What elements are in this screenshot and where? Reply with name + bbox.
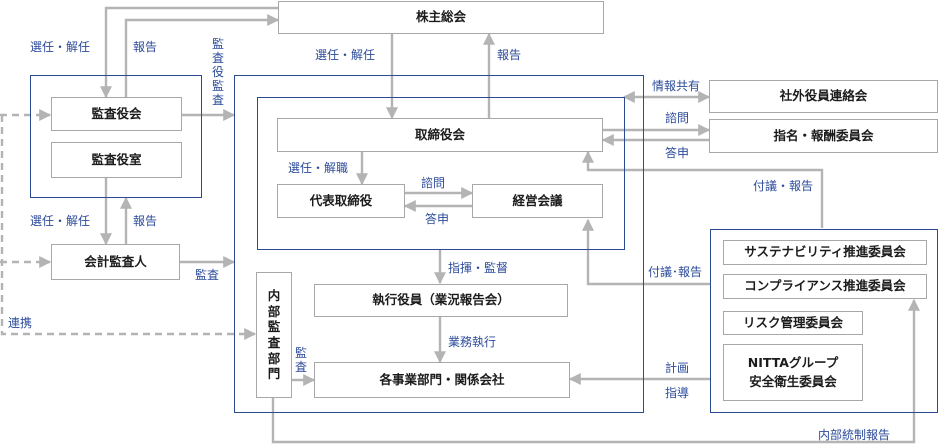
label-plan: 計画 (665, 361, 690, 375)
divisions-box: 各事業部門・関係会社 (314, 362, 570, 398)
sustainability-committee-box: サステナビリティ推進委員会 (723, 240, 927, 265)
label-audit-internal: 監査 (294, 346, 307, 374)
internal-audit-char: 門 (267, 366, 281, 382)
label-liaison: 連携 (8, 316, 33, 330)
executive-officers-box: 執行役員（業況報告会） (314, 284, 568, 317)
label-consult-top: 諮問 (665, 111, 690, 125)
label-reply-mid: 答申 (425, 212, 450, 226)
label-report-left: 報告 (133, 40, 158, 54)
audit-office-box: 監査役室 (51, 142, 182, 178)
label-command-supervise: 指揮・監督 (448, 261, 509, 275)
label-internal-control-report: 内部統制報告 (818, 428, 891, 442)
shareholders-meeting-box: 株主総会 (278, 1, 604, 34)
committees-frame (710, 229, 938, 413)
governance-frame (234, 75, 644, 413)
nomination-committee-box: 指名・報酬委員会 (709, 119, 938, 153)
line-liaison-internal-audit (0, 115, 257, 340)
audit-board-box: 監査役会 (51, 97, 182, 131)
line-committees-report (582, 150, 824, 228)
label-consult-mid: 諮問 (421, 176, 446, 190)
safety-committee-box: NITTAグループ 安全衛生委員会 (723, 344, 863, 401)
label-submit-report-mid: 付議･報告 (648, 265, 703, 279)
line-report-audit-board (124, 14, 280, 97)
label-business-exec: 業務執行 (448, 335, 497, 349)
risk-committee-box: リスク管理委員会 (723, 311, 863, 335)
internal-audit-box: 内部監査部門 (256, 272, 292, 398)
label-audit-accounting: 監査 (195, 268, 220, 282)
internal-audit-char: 内 (267, 288, 281, 304)
safety-committee-line2: 安全衛生委員会 (749, 373, 837, 389)
label-appoint-dismiss: 選任・解職 (288, 161, 349, 175)
label-elect-dismiss-low: 選任・解任 (30, 214, 91, 228)
audit-frame (30, 75, 202, 198)
label-report-center: 報告 (497, 48, 522, 62)
board-frame (257, 97, 625, 250)
representative-director-box: 代表取締役 (277, 184, 405, 218)
label-submit-report-top: 付議・報告 (753, 179, 814, 193)
internal-audit-char: 部 (267, 350, 281, 366)
label-info-share: 情報共有 (652, 79, 701, 93)
accounting-auditor-box: 会計監査人 (51, 244, 180, 280)
label-audit-by-auditors: 監査役監査 (211, 37, 224, 107)
internal-audit-char: 査 (267, 335, 281, 350)
safety-committee-line1: NITTAグループ (747, 355, 839, 371)
internal-audit-char: 監 (267, 319, 281, 335)
internal-audit-char: 部 (267, 303, 281, 319)
outside-officers-box: 社外役員連絡会 (709, 80, 938, 113)
label-report-low: 報告 (133, 214, 158, 228)
label-reply-top: 答申 (665, 146, 690, 160)
board-of-directors-box: 取締役会 (277, 118, 603, 152)
line-committees-management (582, 218, 710, 286)
label-elect-dismiss-center: 選任・解任 (315, 48, 376, 62)
compliance-committee-box: コンプライアンス推進委員会 (723, 274, 927, 299)
management-meeting-box: 経営会議 (472, 184, 603, 218)
line-elect-audit-board (100, 6, 278, 99)
line-internal-control (271, 298, 920, 444)
label-guide: 指導 (665, 386, 690, 400)
label-elect-dismiss-left: 選任・解任 (30, 40, 91, 54)
